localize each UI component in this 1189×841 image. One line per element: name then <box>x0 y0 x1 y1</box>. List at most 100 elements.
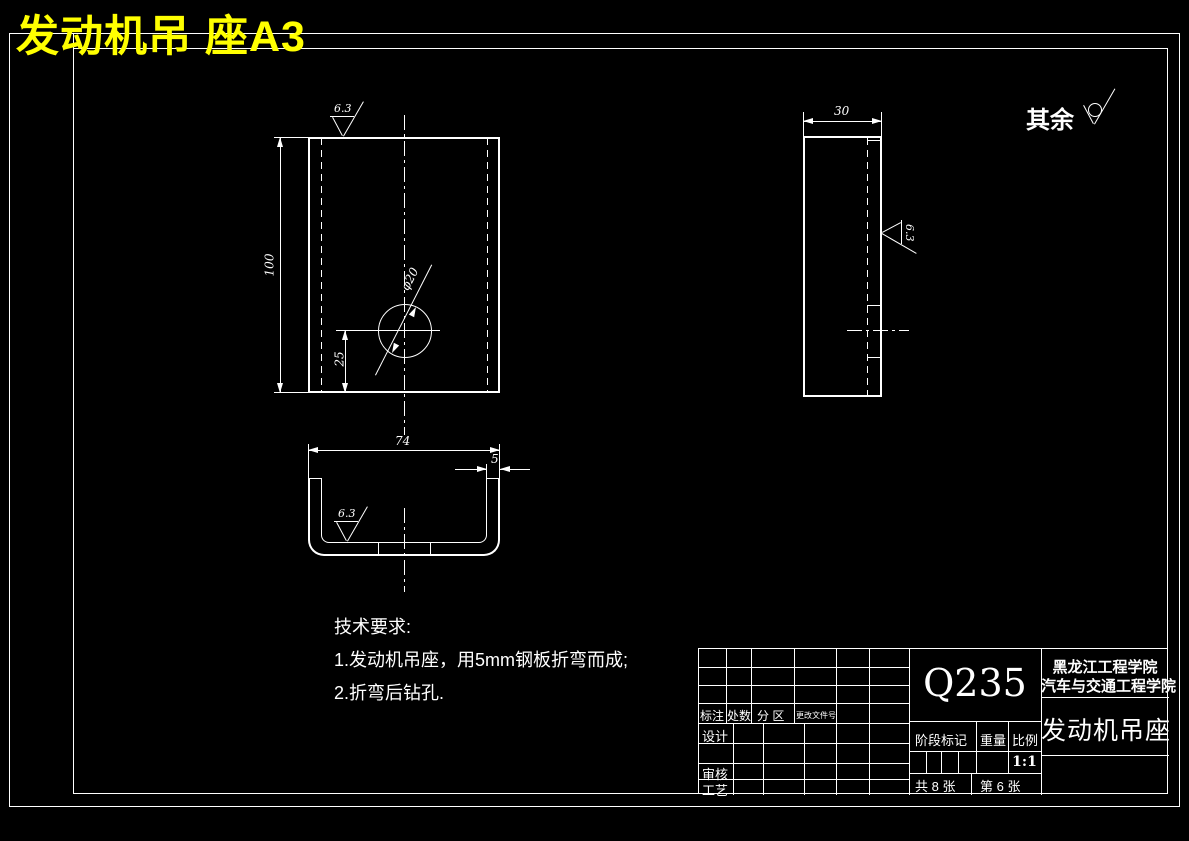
dim-74-ext-left <box>308 444 309 478</box>
tb-row-design: 设计 <box>702 729 729 744</box>
dim-100-ext-bottom <box>274 392 308 393</box>
hole-circle <box>378 304 432 358</box>
side-hidden-line <box>867 138 868 395</box>
tb-line <box>958 751 959 773</box>
tb-sheets-total: 共 8 张 <box>915 779 956 794</box>
tech-requirements-heading: 技术要求: <box>334 617 412 637</box>
arrow-icon <box>308 447 318 453</box>
tech-requirement-item: 2.折弯后钻孔. <box>334 683 445 703</box>
tb-line <box>869 723 870 795</box>
side-flange-edge <box>867 140 881 141</box>
frame-left-line <box>73 33 74 794</box>
dim-74-line <box>308 450 500 451</box>
tb-line <box>1041 697 1169 698</box>
tb-line <box>1008 721 1009 773</box>
arrow-icon <box>342 383 348 393</box>
side-outline <box>803 136 882 397</box>
roughness-symbol-icon: 6.3 <box>881 217 917 273</box>
dim-5-line-left <box>455 469 487 470</box>
tb-line <box>909 721 1041 722</box>
tb-scale-label: 比例 <box>1012 733 1039 748</box>
tb-line <box>836 723 837 795</box>
leg-cap-right <box>486 478 500 479</box>
tb-line <box>699 703 909 704</box>
tb-col-zone: 分 区 <box>757 709 785 723</box>
frame-bottom-line <box>73 793 1168 794</box>
tb-line <box>836 649 837 723</box>
frame-top-line <box>73 48 1168 49</box>
dim-100-text: 100 <box>262 253 277 277</box>
dim-74-text: 74 <box>395 434 411 448</box>
hole-centerline-horizontal <box>336 330 440 331</box>
dim-74-ext-right <box>499 444 500 478</box>
tb-line <box>751 649 752 723</box>
roughness-symbol-icon: 6.3 <box>331 506 387 542</box>
arrow-icon <box>500 466 510 472</box>
tb-line <box>699 667 909 668</box>
tb-weight-label: 重量 <box>980 733 1007 748</box>
tb-divider <box>909 649 910 795</box>
tb-line <box>733 723 734 795</box>
arrow-icon <box>277 137 283 147</box>
dim-5-line-right <box>500 469 530 470</box>
tb-line <box>926 751 927 773</box>
tb-school-line1: 黑龙江工程学院 <box>1052 659 1158 676</box>
tb-line <box>869 649 870 723</box>
surface-default-label: 其余 <box>1026 107 1074 134</box>
title-block: 标注 处数 分 区 更改文件号 设计 审核 工艺 Q235 阶段标记 重量 比例… <box>698 648 1177 798</box>
tb-stage-label: 阶段标记 <box>915 733 968 748</box>
arrow-icon <box>342 330 348 340</box>
dim-30-text: 30 <box>834 104 850 118</box>
dim-30-ext-left <box>803 112 804 136</box>
side-hole-bottom-line <box>867 357 881 358</box>
tb-line <box>699 685 909 686</box>
dim-30-line <box>803 121 882 122</box>
tb-line <box>1041 755 1169 756</box>
dim-5-text: 5 <box>491 452 499 466</box>
side-hole-centerline <box>847 330 909 331</box>
hole-edge-right <box>430 543 431 556</box>
arrow-icon <box>477 466 487 472</box>
hole-edge-left <box>378 543 379 556</box>
tb-line <box>763 723 764 795</box>
tb-line <box>971 773 972 795</box>
arrow-icon <box>490 447 500 453</box>
tb-part-name: 发动机吊座 <box>1041 717 1172 745</box>
tb-col-docno: 更改文件号 <box>796 711 836 720</box>
bend-line-left <box>321 138 322 392</box>
tb-col-mark: 标注 <box>700 709 725 723</box>
bend-line-right <box>487 138 488 392</box>
tech-requirement-item: 1.发动机吊座，用5mm钢板折弯而成; <box>334 650 629 670</box>
tb-line <box>976 721 977 773</box>
sheet-outer-border <box>9 33 1180 807</box>
front-centerline-vertical <box>404 115 405 435</box>
tb-line <box>941 751 942 773</box>
tb-row-process: 工艺 <box>702 783 729 798</box>
tb-line <box>794 649 795 723</box>
tb-scale-value: 1:1 <box>1012 754 1037 770</box>
arrow-icon <box>872 118 882 124</box>
bottom-centerline <box>404 508 405 592</box>
frame-right-line <box>1167 48 1168 794</box>
tb-material: Q235 <box>923 661 1027 705</box>
tb-divider <box>1041 649 1042 795</box>
tb-row-audit: 审核 <box>702 767 729 782</box>
tb-col-count: 处数 <box>727 709 752 723</box>
tb-school-line2: 汽车与交通工程学院 <box>1041 678 1177 695</box>
dim-25-line <box>345 330 346 393</box>
tb-line <box>909 773 1041 774</box>
dim-25-text: 25 <box>332 351 347 367</box>
arrow-icon <box>803 118 813 124</box>
arrow-icon <box>277 383 283 393</box>
tb-line <box>909 751 1041 752</box>
roughness-symbol-icon: 6.3 <box>327 101 383 137</box>
dim-100-ext-top <box>274 137 308 138</box>
tb-sheet-number: 第 6 张 <box>980 779 1021 794</box>
page-title: 发动机吊 座A3 <box>16 13 306 61</box>
tb-line <box>726 649 727 723</box>
tb-line <box>804 723 805 795</box>
dim-100-line <box>280 137 281 393</box>
side-hole-top-line <box>867 305 881 306</box>
leg-cap-left <box>308 478 322 479</box>
